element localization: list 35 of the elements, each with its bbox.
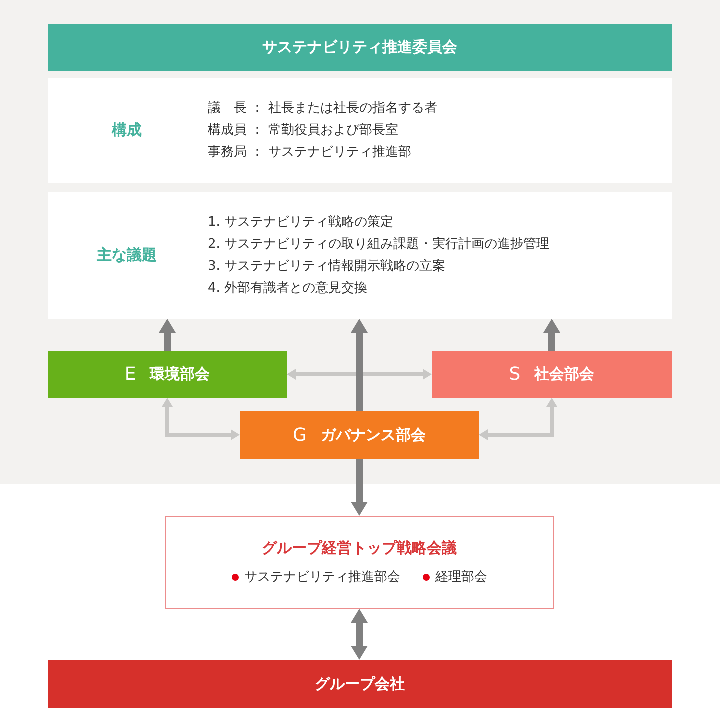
committee-letter: S [509, 364, 521, 385]
committee-letter: E [124, 364, 136, 385]
agenda-list-item: 4. 外部有識者との意見交換 [208, 280, 368, 298]
member-list-item: 事務局 ： サステナビリティ推進部 [208, 144, 412, 162]
panel-heading: 構成 [112, 121, 142, 140]
panel-heading: 主な議題 [97, 246, 157, 265]
agenda-list-item: 3. サステナビリティ情報開示戦略の立案 [208, 258, 446, 276]
arrow [287, 369, 432, 380]
arrow [351, 609, 368, 660]
arrow [351, 459, 368, 516]
group-companies-label: グループ会社 [315, 674, 405, 694]
committee-letter: G [293, 424, 307, 446]
governance-committee-box [240, 411, 479, 459]
agenda-panel [48, 192, 672, 319]
committee-name: ガバナンス部会 [320, 426, 426, 444]
member-unit-text: サステナビリティ推進部会 [244, 569, 400, 586]
member-list-item: 議 長 ： 社長または社長の指名する者 [208, 100, 438, 118]
strategy-meeting-box [165, 516, 554, 609]
arrow [351, 319, 368, 411]
member-list-item: 構成員 ： 常勤役員および部長室 [208, 122, 398, 140]
meeting-title: グループ経営トップ戦略会議 [262, 539, 457, 558]
arrow [544, 319, 560, 351]
member-unit-text: 経理部会 [436, 569, 488, 586]
arrow [162, 398, 240, 440]
agenda-list-item: 2. サステナビリティの取り組み課題・実行計画の進捗管理 [208, 236, 550, 254]
arrow [479, 398, 558, 440]
group-companies-bar [48, 660, 672, 708]
agenda-list-item: 1. サステナビリティ戦略の策定 [208, 214, 394, 232]
committee-title: サステナビリティ推進委員会 [262, 38, 458, 57]
arrow [159, 319, 176, 351]
social-committee-box [432, 351, 672, 398]
environment-committee-box [48, 351, 287, 398]
committee-header-bar [48, 24, 672, 71]
committee-name: 環境部会 [150, 365, 210, 384]
committee-name: 社会部会 [534, 365, 595, 384]
